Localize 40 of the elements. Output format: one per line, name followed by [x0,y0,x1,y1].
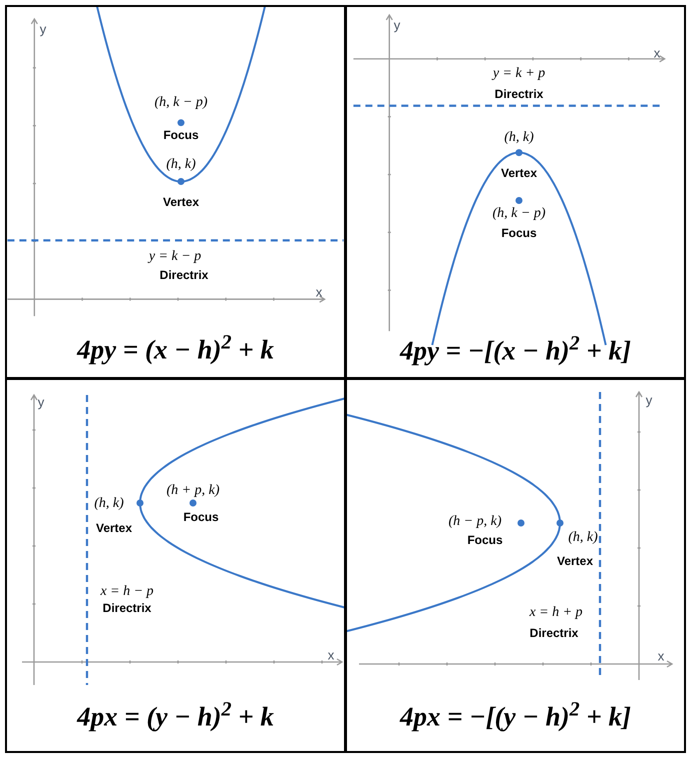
axis-label: y [38,396,44,408]
axis-label: y [40,22,46,36]
equation: 4py = −[(x − h)$^{2}$ + k] [400,338,632,364]
coordinate-label: (h, k − p) [492,207,546,221]
coordinate-label: (h + p, k) [166,484,220,498]
point-label: Focus [183,511,219,523]
coordinate-label: x = h + p [529,606,583,620]
axis-label: y [394,18,400,32]
graph-panel [5,378,346,753]
coordinate-label: y = k + p [492,67,546,81]
point-label: Vertex [556,555,594,567]
equation: 4px = −[(y − h)$^{2}$ + k] [400,704,632,730]
equation: 4px = (y − h)$^{2}$ + k [77,704,274,730]
point-label: Vertex [162,196,200,208]
point-label: Vertex [96,522,132,534]
axis-label: x [316,286,322,298]
axis-label: x [328,648,334,662]
axis-label: x [654,46,660,60]
coordinate-label: (h, k) [166,158,196,172]
axis-label: x [658,650,664,662]
equation: 4py = (x − h)$^{2}$ + k [77,336,274,364]
coordinate-label: (h, k) [568,531,598,545]
point-label: Focus [163,129,199,141]
coordinate-label: (h, k) [94,497,124,511]
graph-panel [345,378,686,753]
point-label: Directrix [494,88,544,100]
coordinate-label: y = k − p [148,250,202,264]
point-label: Directrix [102,602,152,614]
graph-panel [5,5,346,379]
point-label: Directrix [160,269,208,281]
coordinate-label: (h − p, k) [448,515,502,529]
coordinate-label: (h, k) [504,131,534,145]
coordinate-label: x = h − p [100,585,154,599]
point-label: Focus [467,534,503,546]
graph-panel [345,5,686,379]
axis-label: y [646,394,652,406]
point-label: Vertex [500,167,538,179]
point-label: Focus [501,227,537,239]
point-label: Directrix [530,627,578,639]
coordinate-label: (h, k − p) [154,96,208,110]
